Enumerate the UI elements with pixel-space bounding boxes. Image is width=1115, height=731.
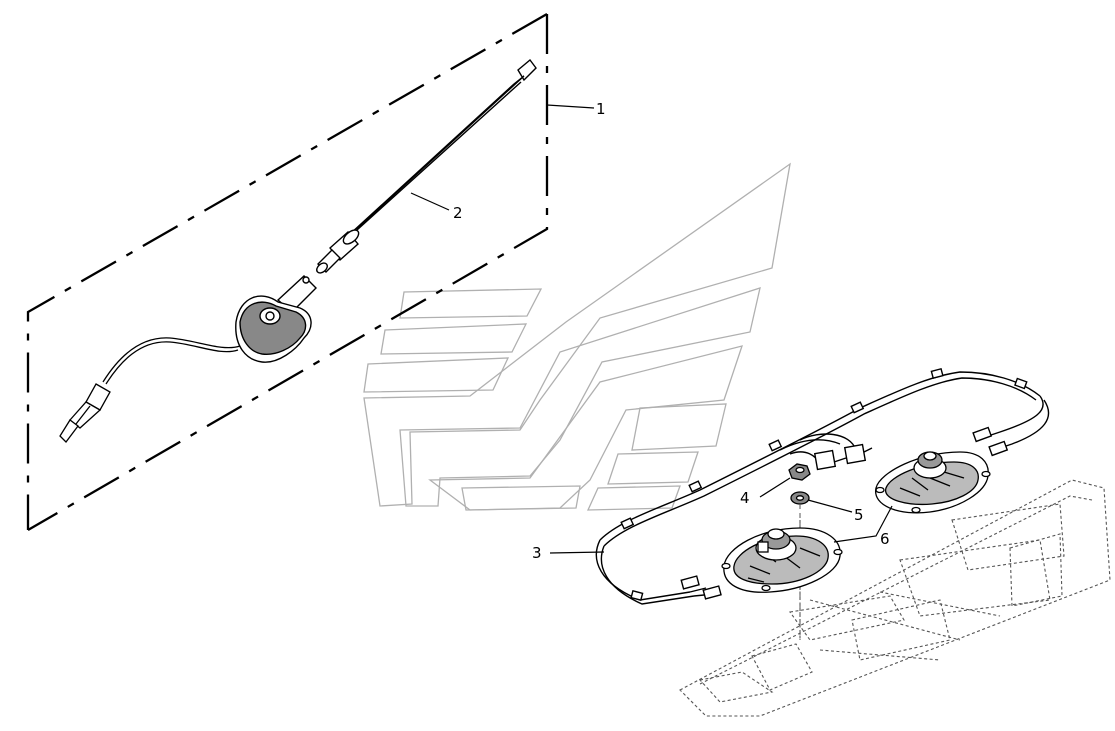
antenna-cable: [59, 337, 241, 443]
wiring-harness: [595, 367, 1050, 605]
antenna-group-frame: [26, 13, 549, 531]
callout-3: 3: [532, 544, 542, 562]
nut: [788, 463, 811, 481]
antenna-mast: [276, 58, 537, 313]
callout-labels: 1 2 3 4 5 6: [453, 100, 890, 562]
callout-2: 2: [453, 204, 463, 222]
callout-1: 1: [596, 100, 606, 118]
callout-6: 6: [880, 530, 890, 548]
speaker-left: [721, 527, 843, 593]
antenna-base: [235, 295, 312, 363]
callout-4: 4: [740, 489, 750, 507]
watermark-logo: [363, 162, 791, 511]
leader-lines: [410, 104, 893, 554]
callout-5: 5: [854, 506, 864, 524]
speaker-right: [875, 451, 991, 514]
washer: [790, 491, 810, 505]
vehicle-structure-ghost: [679, 479, 1111, 717]
